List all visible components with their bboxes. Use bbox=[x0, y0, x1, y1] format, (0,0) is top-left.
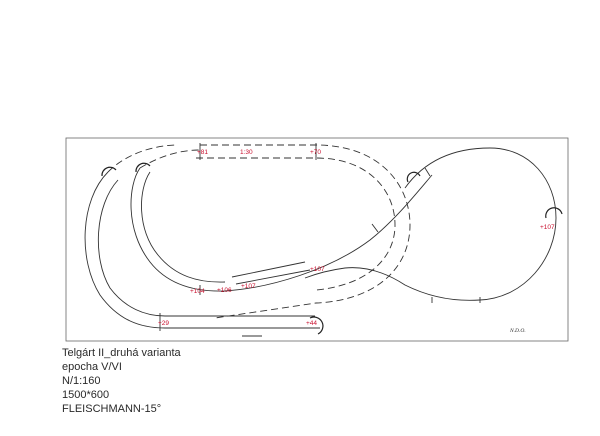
elevation-label: +107 bbox=[241, 283, 256, 290]
plan-scale: N/1:160 bbox=[62, 375, 101, 387]
elevation-label: +44 bbox=[306, 320, 317, 327]
right-loop bbox=[304, 147, 557, 301]
plan-epoch: epocha V/VI bbox=[62, 361, 122, 373]
portal-bottom-right bbox=[309, 316, 324, 335]
plan-title: Telgárt II_druhá varianta bbox=[62, 347, 181, 359]
elevation-label: +107 bbox=[540, 224, 555, 231]
portal-diag bbox=[406, 171, 421, 183]
portal-right-loop bbox=[545, 207, 563, 219]
elevation-label: +104 bbox=[190, 288, 205, 295]
signature: N.D.O. bbox=[509, 328, 526, 334]
upper-oval-inner-dashed bbox=[196, 157, 396, 291]
portal-left-outer bbox=[101, 166, 117, 177]
middle-siding-2 bbox=[235, 269, 311, 285]
left-dashed-arc-inner bbox=[139, 149, 201, 169]
middle-siding-1 bbox=[231, 261, 306, 278]
plan-size: 1500*600 bbox=[62, 389, 110, 401]
left-inner-curve-parallel bbox=[141, 171, 226, 283]
plan-track-system: FLEISCHMANN-15° bbox=[62, 403, 162, 415]
left-outer-curve-parallel bbox=[97, 179, 315, 317]
elevation-label: +81 bbox=[197, 149, 208, 156]
elevation-label: +107 bbox=[310, 266, 325, 273]
plan-caption: Telgárt II_druhá varianta epocha V/VI N/… bbox=[62, 346, 181, 416]
portal-left-inner bbox=[135, 162, 151, 173]
elevation-label: +106 bbox=[217, 287, 232, 294]
joint-tick bbox=[424, 167, 431, 177]
upper-oval-outer-dashed bbox=[200, 144, 411, 319]
left-inner-curve bbox=[130, 167, 433, 292]
grade-label: 1:30 bbox=[240, 149, 253, 156]
left-outer-curve bbox=[84, 171, 320, 329]
elevation-label: +70 bbox=[310, 149, 321, 156]
baseboard-outline bbox=[65, 137, 569, 342]
joint-tick bbox=[371, 223, 379, 233]
bottom-siding bbox=[240, 327, 262, 337]
left-dashed-arc-outer bbox=[107, 144, 176, 173]
elevation-label: +29 bbox=[158, 320, 169, 327]
